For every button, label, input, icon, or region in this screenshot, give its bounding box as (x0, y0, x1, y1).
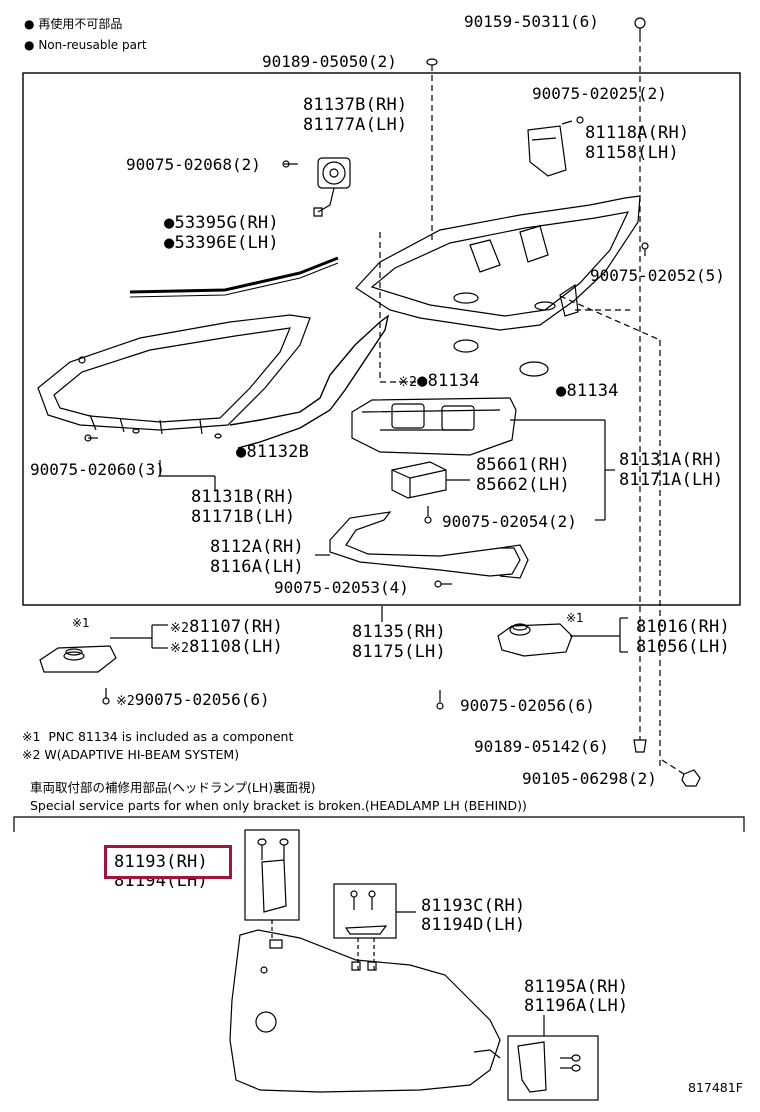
note-2: ※2 W(ADAPTIVE HI-BEAM SYSTEM) (22, 747, 240, 762)
part-label-90189-05142[interactable]: 90189-05142(6) (474, 737, 609, 756)
non-reusable-bullet-icon: ● (236, 442, 247, 462)
non-reusable-bullet-icon: ● (164, 213, 175, 233)
non-reusable-bullet-icon: ● (417, 371, 428, 391)
highlight-box-81193 (104, 845, 232, 879)
part-label-81194[interactable]: 81194(LH) (114, 871, 208, 891)
part-label-81196a[interactable]: 81196A(LH) (524, 996, 629, 1016)
part-label-81108[interactable]: ※281108(LH) (170, 637, 284, 657)
light-guide-8112a (315, 511, 529, 579)
part-label-90075-02060[interactable]: 90075-02060(3) (30, 460, 165, 479)
part-label-8116a[interactable]: 8116A(LH) (210, 557, 304, 577)
non-reusable-bullet-icon: ● (164, 233, 175, 253)
screw-90075-02054-icon (424, 506, 432, 524)
service-bracket-81193-box (244, 829, 300, 940)
part-label-90075-02068[interactable]: 90075-02068(2) (126, 155, 261, 174)
headlamp-housing (355, 195, 661, 770)
cooling-fan-81137b (282, 157, 351, 217)
legend-jp: ● 再使用不可部品 (24, 17, 123, 31)
clip-90189-05050-icon (426, 58, 438, 240)
clip-90189-05142-icon (633, 739, 647, 753)
part-label-53395g[interactable]: ●53395G(RH) (164, 213, 279, 233)
legend-en: ● Non-reusable part (24, 38, 147, 52)
part-label-85661[interactable]: 85661(RH) (476, 455, 570, 475)
part-label-81131b[interactable]: 81131B(RH) (191, 487, 296, 507)
part-label-90075-02056-right[interactable]: 90075-02056(6) (460, 696, 595, 715)
part-label-90075-02054[interactable]: 90075-02054(2) (442, 512, 577, 531)
note-1: ※1 PNC 81134 is included as a component (22, 729, 294, 744)
bolt-90159-icon (634, 17, 646, 740)
diagram-id: 817481F (688, 1080, 743, 1095)
part-label-81131a[interactable]: 81131A(RH) (619, 450, 724, 470)
non-reusable-bullet-icon: ● (556, 381, 567, 401)
part-label-8112a[interactable]: 8112A(RH) (210, 537, 304, 557)
part-label-81195a[interactable]: 81195A(RH) (524, 977, 629, 997)
screw-90075-02052-icon (641, 242, 649, 256)
part-label-81171b[interactable]: 81171B(LH) (191, 507, 296, 527)
service-title-en: Special service parts for when only brac… (30, 798, 527, 813)
screw-90075-02053-icon (434, 580, 452, 588)
part-label-81107[interactable]: ※281107(RH) (170, 617, 284, 637)
screw-90075-02056-left-icon (102, 688, 110, 705)
projector-module-81131a (351, 397, 615, 521)
part-label-81193c[interactable]: 81193C(RH) (421, 896, 526, 916)
part-label-90105-06298[interactable]: 90105-06298(2) (522, 769, 657, 788)
adaptive-module-81107 (39, 645, 117, 673)
headlamp-lens (37, 314, 311, 439)
bracket-81118a (527, 116, 584, 177)
service-bracket-81193c-box (333, 883, 416, 970)
part-label-90075-02025[interactable]: 90075-02025(2) (532, 84, 667, 103)
part-label-81171a[interactable]: 81171A(LH) (619, 470, 724, 490)
headlamp-rear-view (229, 929, 501, 1093)
part-label-90189-05050[interactable]: 90189-05050(2) (262, 52, 397, 71)
part-label-85662[interactable]: 85662(LH) (476, 475, 570, 495)
part-label-90075-02052[interactable]: 90075-02052(5) (590, 266, 725, 285)
part-label-81016[interactable]: 81016(RH) (636, 617, 730, 637)
part-label-81137b[interactable]: 81137B(RH) (303, 95, 408, 115)
o-ring-81134-b (519, 361, 549, 377)
service-parts-frame (13, 816, 745, 832)
part-label-81056[interactable]: 81056(LH) (636, 637, 730, 657)
gasket-81132b (229, 314, 390, 449)
part-label-90075-02053[interactable]: 90075-02053(4) (274, 578, 409, 597)
part-label-81132b[interactable]: ●81132B (236, 442, 310, 462)
nut-90105-06298-icon (661, 759, 701, 787)
leader-lines (110, 460, 628, 653)
control-unit-85661 (391, 461, 470, 499)
part-label-53396e[interactable]: ●53396E(LH) (164, 233, 279, 253)
part-label-81134-a[interactable]: ※2●81134 (398, 371, 480, 391)
seal-strip-53395g (129, 256, 339, 298)
part-label-90159-50311[interactable]: 90159-50311(6) (464, 12, 599, 31)
mark-1-right: ※1 (566, 611, 584, 625)
service-bracket-81195a-box (507, 1015, 599, 1101)
screw-90075-02056-right-icon (436, 690, 444, 710)
ballast-81016 (497, 623, 573, 657)
service-title-jp: 車両取付部の補修用部品(ヘッドランプ(LH)裏面視) (30, 780, 316, 795)
part-label-81135[interactable]: 81135(RH) (352, 622, 446, 642)
part-label-81158[interactable]: 81158(LH) (585, 143, 679, 163)
mark-1-left: ※1 (72, 616, 90, 630)
main-assembly-frame (22, 72, 741, 606)
part-label-81175[interactable]: 81175(LH) (352, 642, 446, 662)
screw-90075-02060-icon (84, 434, 98, 442)
non-reusable-bullet-icon: ● (24, 17, 35, 31)
part-label-81177a[interactable]: 81177A(LH) (303, 115, 408, 135)
part-label-81118a[interactable]: 81118A(RH) (585, 123, 690, 143)
o-ring-81134-a (453, 339, 479, 353)
non-reusable-bullet-icon: ● (24, 38, 35, 52)
part-label-81194d[interactable]: 81194D(LH) (421, 915, 526, 935)
part-label-90075-02056-left[interactable]: ※290075-02056(6) (116, 690, 270, 709)
part-label-81193[interactable]: 81193(RH) (114, 852, 208, 872)
part-label-81134-b[interactable]: ●81134 (556, 381, 619, 401)
